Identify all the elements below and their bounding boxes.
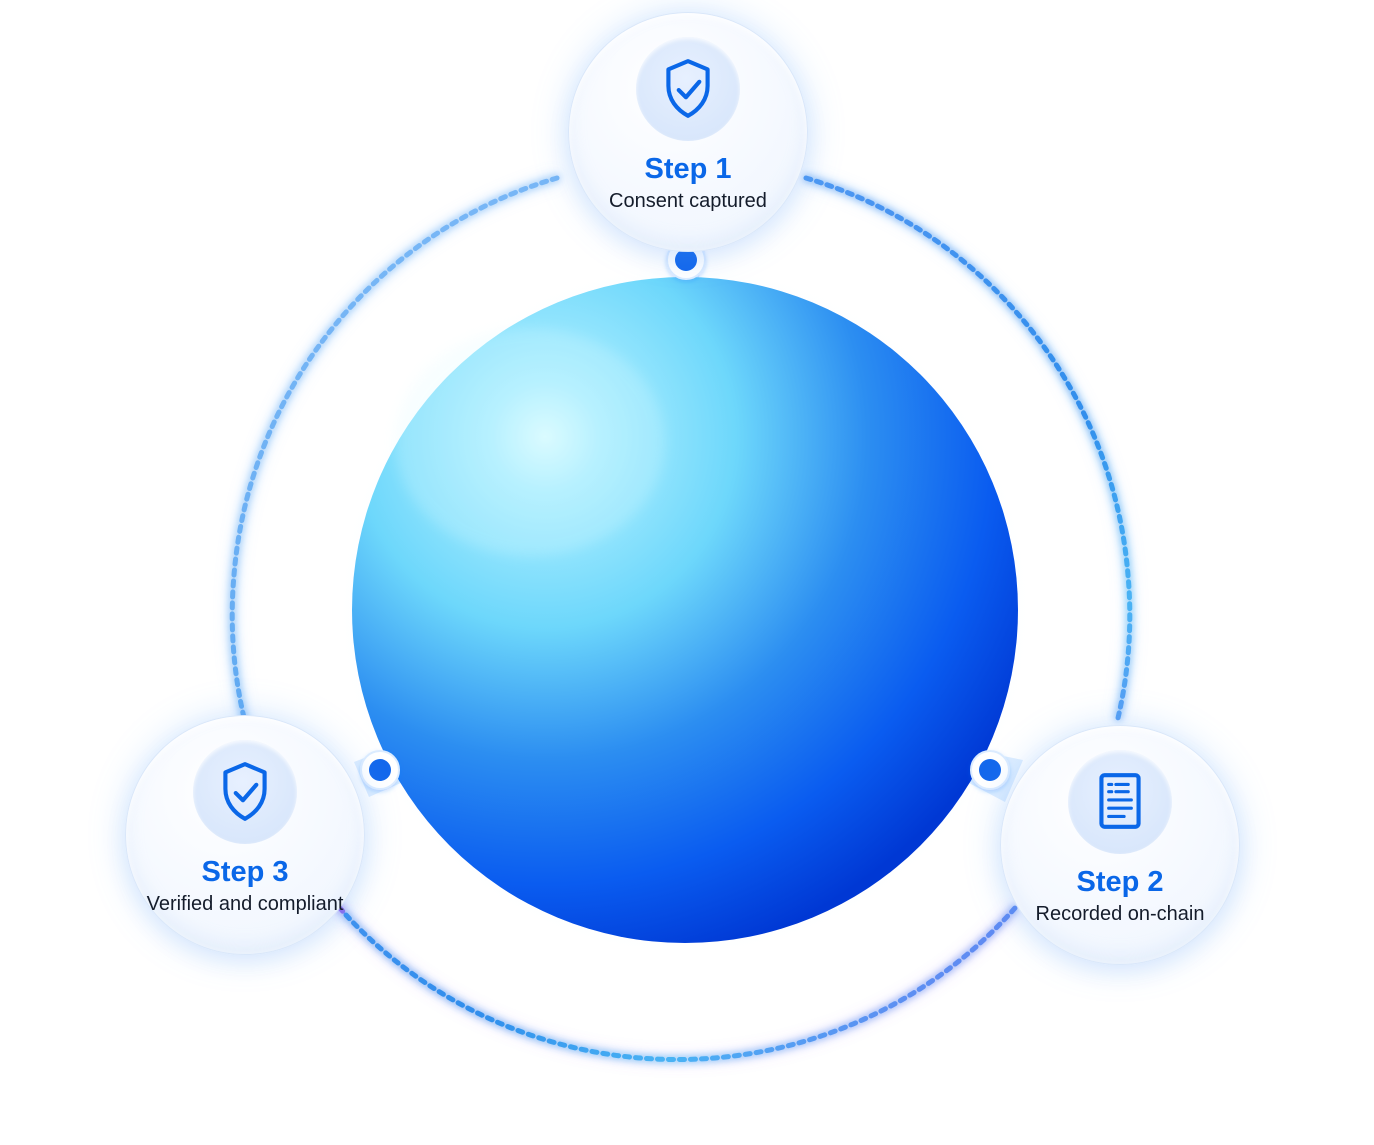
step-title: Step 2: [1076, 866, 1164, 898]
document-icon: [1068, 750, 1172, 854]
sphere-highlight: [395, 328, 665, 556]
shield-check-icon: [636, 37, 740, 141]
shield-check-icon: [193, 740, 297, 844]
step-card-1: Step 1 Consent captured: [568, 12, 808, 252]
shield-check-icon-svg: [223, 762, 267, 821]
shield-check-icon-svg: [666, 59, 710, 118]
step-title: Step 3: [201, 856, 289, 888]
step-description: Verified and compliant: [146, 893, 344, 915]
document-icon-svg: [1099, 773, 1141, 829]
step-card-3: Step 3 Verified and compliant: [125, 715, 365, 955]
step-card-2: Step 2 Recorded on-chain: [1000, 725, 1240, 965]
ring-segment-east: [803, 175, 1133, 721]
node-step-1-dot: [675, 249, 697, 271]
step-title: Step 1: [644, 153, 732, 185]
node-step-3-dot: [369, 759, 391, 781]
step-description: Recorded on-chain: [1035, 903, 1205, 925]
node-step-2-dot: [979, 759, 1001, 781]
ring-segment-bottom: [343, 905, 1018, 1063]
step-description: Consent captured: [609, 190, 767, 212]
